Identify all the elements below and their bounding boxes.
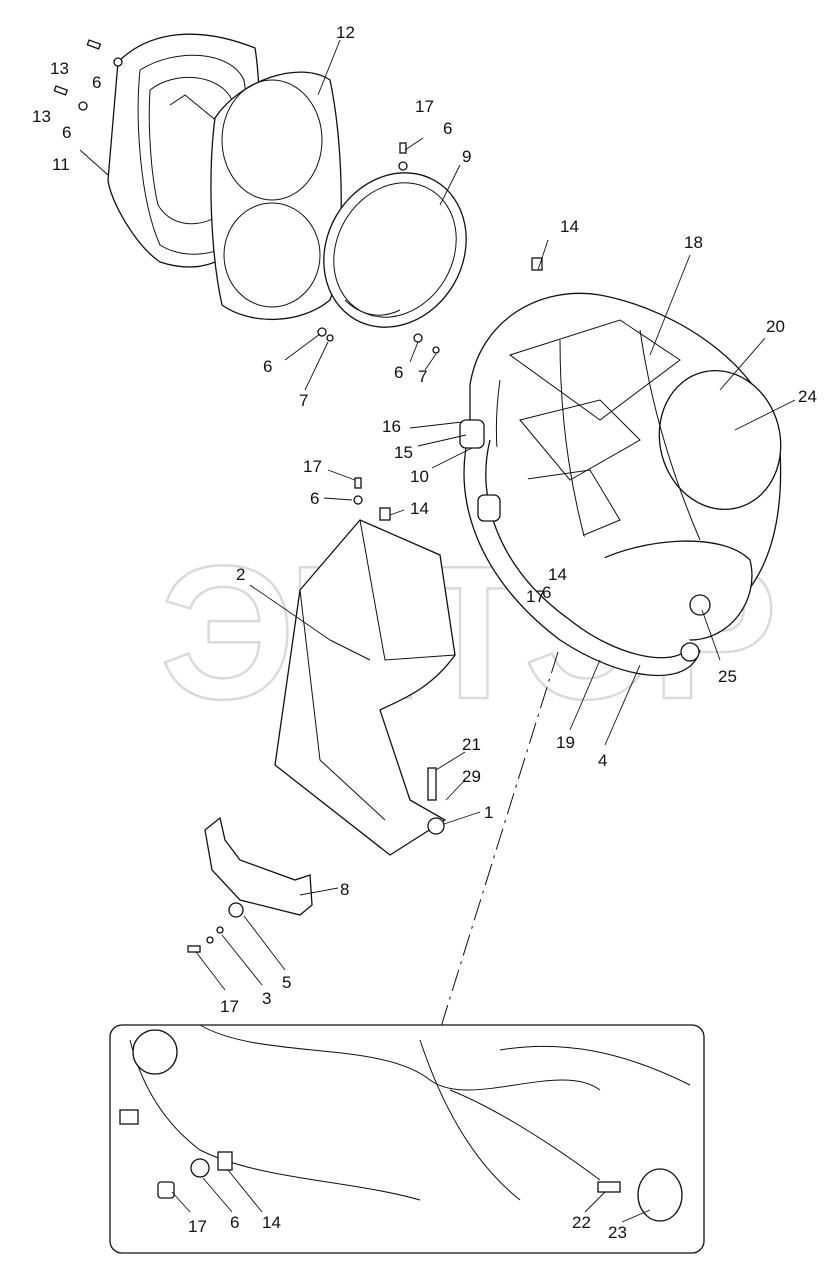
callout-6: 6	[263, 357, 272, 376]
part-12-gasket	[210, 71, 342, 321]
callout-6: 6	[394, 363, 403, 382]
part-9-clamp-ring	[323, 172, 467, 328]
callout-6: 6	[310, 489, 319, 508]
callout-13: 13	[50, 59, 69, 78]
callout-7: 7	[299, 391, 308, 410]
callout-6: 6	[443, 119, 452, 138]
callout-6: 6	[62, 123, 71, 142]
callout-9: 9	[462, 147, 471, 166]
callout-24: 24	[798, 387, 817, 406]
centerline	[439, 651, 559, 1031]
hardware-top	[53, 39, 543, 521]
callout-14: 14	[548, 565, 567, 584]
callout-20: 20	[766, 317, 785, 336]
callout-6: 6	[542, 583, 551, 602]
callout-3: 3	[262, 989, 271, 1008]
callout-14: 14	[410, 499, 429, 518]
part-8-plate	[187, 816, 313, 953]
callout-19: 19	[556, 733, 575, 752]
callout-6: 6	[92, 73, 101, 92]
detail-inset	[109, 1024, 705, 1254]
callout-5: 5	[282, 973, 291, 992]
callout-22: 22	[572, 1213, 591, 1232]
callout-25: 25	[718, 667, 737, 686]
callout-4: 4	[598, 751, 607, 770]
callout-14: 14	[262, 1213, 281, 1232]
callout-13: 13	[32, 107, 51, 126]
callout-18: 18	[684, 233, 703, 252]
callout-21: 21	[462, 735, 481, 754]
callout-8: 8	[340, 880, 349, 899]
callout-17: 17	[526, 587, 545, 606]
callout-11: 11	[52, 155, 70, 174]
callout-14: 14	[560, 217, 579, 236]
callout-6: 6	[230, 1213, 239, 1232]
part-2-bracket	[274, 519, 456, 856]
callout-12: 12	[336, 23, 355, 42]
leader-lines	[79, 39, 796, 1223]
callout-29: 29	[462, 767, 481, 786]
callout-16: 16	[382, 417, 401, 436]
callout-10: 10	[410, 467, 429, 486]
callout-2: 2	[236, 565, 245, 584]
callout-17: 17	[220, 997, 239, 1016]
callout-17: 17	[303, 457, 322, 476]
air-cleaner-assembly	[459, 292, 782, 677]
callout-17: 17	[415, 97, 434, 116]
callout-15: 15	[394, 443, 413, 462]
callout-17: 17	[188, 1217, 207, 1236]
callout-7: 7	[418, 367, 427, 386]
callout-23: 23	[608, 1223, 627, 1242]
callouts: 13 6 13 6 11 12 17 6 9 14 18 20 24 6 7 6…	[32, 23, 817, 1242]
callout-1: 1	[484, 803, 493, 822]
